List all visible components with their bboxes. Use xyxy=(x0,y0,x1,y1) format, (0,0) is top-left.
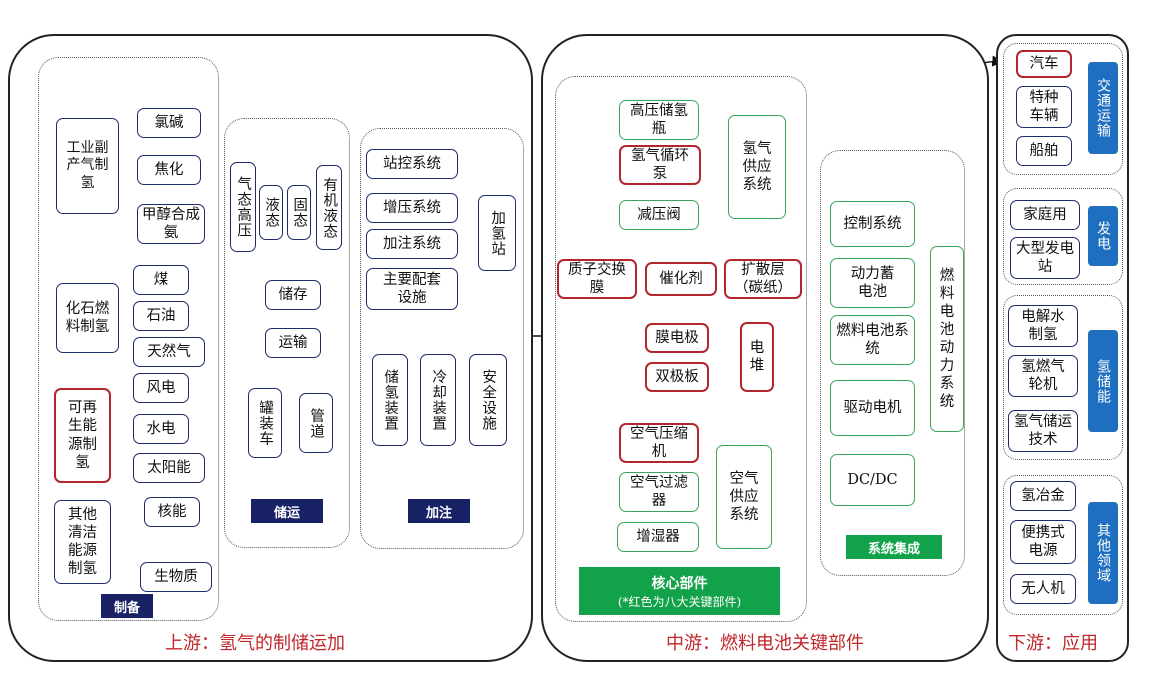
oil-box: 石油 xyxy=(133,301,189,331)
drive-motor-box: 驱动电机 xyxy=(830,380,915,436)
bipolar-plate-box: 双极板 xyxy=(645,362,709,392)
chlor-alkali-box: 氯碱 xyxy=(137,108,201,138)
fc-power-system-box: 燃料电池动力系统 xyxy=(930,246,964,432)
methanol-ammonia-box: 甲醇合成氨 xyxy=(137,204,205,244)
coking-box: 焦化 xyxy=(137,155,201,185)
diffusion-layer-box: 扩散层（碳纸） xyxy=(724,259,802,299)
energy-storage-tag: 氢储能 xyxy=(1088,330,1118,432)
power-station-box: 大型发电站 xyxy=(1010,237,1080,279)
core-tag-note: (*红色为八大关键部件) xyxy=(617,594,742,609)
refuel-tag: 加注 xyxy=(408,499,470,523)
other-fields-group xyxy=(1003,475,1123,615)
catalyst-box: 催化剂 xyxy=(645,262,717,296)
core-tag-title: 核心部件 xyxy=(651,575,708,592)
wind-power-box: 风电 xyxy=(133,373,189,403)
power-gen-group xyxy=(1003,188,1123,285)
storage-group xyxy=(224,118,350,548)
other-fields-tag: 其他领域 xyxy=(1088,502,1118,604)
household-box: 家庭用 xyxy=(1010,200,1080,230)
integration-group xyxy=(820,150,965,576)
transport-box: 运输 xyxy=(265,328,321,358)
core-components-group xyxy=(555,76,807,622)
energy-storage-group xyxy=(1003,295,1123,460)
control-system-box: 控制系统 xyxy=(830,201,915,247)
air-supply-system-box: 空气供应系统 xyxy=(716,445,772,549)
upstream-title: 上游：氢气的制储运加 xyxy=(165,633,345,654)
storage-tech-box: 氢气储运技术 xyxy=(1008,410,1078,452)
transport-group xyxy=(1003,43,1123,175)
dispensing-system-box: 加注系统 xyxy=(366,229,458,259)
portable-power-box: 便携式电源 xyxy=(1010,520,1076,564)
solar-box: 太阳能 xyxy=(133,453,205,483)
liquid-box: 液态 xyxy=(259,185,283,240)
industrial-byproduct-label: 工业副产气制氢 xyxy=(56,118,119,214)
refuel-group xyxy=(360,128,524,549)
production-group xyxy=(38,57,219,621)
production-tag: 制备 xyxy=(101,594,153,618)
supporting-facilities-box: 主要配套设施 xyxy=(366,268,458,310)
fuel-cell-system-box: 燃料电池系统 xyxy=(830,315,915,365)
solid-box: 固态 xyxy=(287,185,311,240)
other-clean-label: 其他清洁能源制氢 xyxy=(54,500,111,584)
natural-gas-box: 天然气 xyxy=(133,337,205,367)
nuclear-box: 核能 xyxy=(144,497,200,527)
storage-tag: 储运 xyxy=(251,499,323,523)
mea-box: 膜电极 xyxy=(645,323,709,353)
tank-truck-box: 罐装车 xyxy=(248,388,282,458)
core-components-tag: 核心部件 (*红色为八大关键部件) xyxy=(579,567,780,615)
hydrogen-turbine-box: 氢燃气轮机 xyxy=(1008,355,1078,397)
renewable-label: 可再生能源制氢 xyxy=(54,388,111,483)
ship-box: 船舶 xyxy=(1016,136,1072,166)
biomass-box: 生物质 xyxy=(140,562,212,592)
air-compressor-box: 空气压缩机 xyxy=(619,423,699,463)
station-control-box: 站控系统 xyxy=(366,149,458,179)
pressure-reducer-box: 减压阀 xyxy=(619,200,699,230)
hydrogen-station-box: 加氢站 xyxy=(478,195,516,271)
hydropower-box: 水电 xyxy=(133,414,189,444)
electrolysis-box: 电解水制氢 xyxy=(1008,305,1078,347)
power-gen-tag: 发电 xyxy=(1088,206,1118,266)
hydrogen-storage-device-box: 储氢装置 xyxy=(372,354,408,446)
booster-system-box: 增压系统 xyxy=(366,193,458,223)
gas-high-pressure-box: 气态高压 xyxy=(230,162,256,252)
dcdc-box: DC/DC xyxy=(830,454,915,506)
cooling-device-box: 冷却装置 xyxy=(420,354,456,446)
air-filter-box: 空气过滤器 xyxy=(619,472,699,512)
hydrogen-pump-box: 氢气循环泵 xyxy=(619,145,701,185)
transport-tag: 交通运输 xyxy=(1088,62,1118,154)
stack-box: 电堆 xyxy=(740,322,774,392)
pem-box: 质子交换膜 xyxy=(557,259,637,299)
hp-hydrogen-tank-box: 高压储氢瓶 xyxy=(619,100,699,140)
storage-box: 储存 xyxy=(265,280,321,310)
fossil-fuel-label: 化石燃料制氢 xyxy=(56,283,119,353)
hydrogen-supply-system-box: 氢气供应系统 xyxy=(728,115,786,219)
metallurgy-box: 氢冶金 xyxy=(1010,481,1076,511)
humidifier-box: 增湿器 xyxy=(617,522,699,552)
coal-box: 煤 xyxy=(133,265,189,295)
downstream-title: 下游：应用 xyxy=(1008,633,1098,654)
integration-tag: 系统集成 xyxy=(846,535,942,559)
midstream-title: 中游：燃料电池关键部件 xyxy=(666,633,864,654)
automobile-box: 汽车 xyxy=(1016,50,1072,78)
pipeline-box: 管道 xyxy=(299,393,333,453)
special-vehicle-box: 特种车辆 xyxy=(1016,86,1072,128)
safety-facilities-box: 安全设施 xyxy=(469,354,507,446)
power-battery-box: 动力蓄电池 xyxy=(830,258,915,308)
drone-box: 无人机 xyxy=(1010,574,1076,604)
organic-liquid-box: 有机液态 xyxy=(316,165,342,250)
